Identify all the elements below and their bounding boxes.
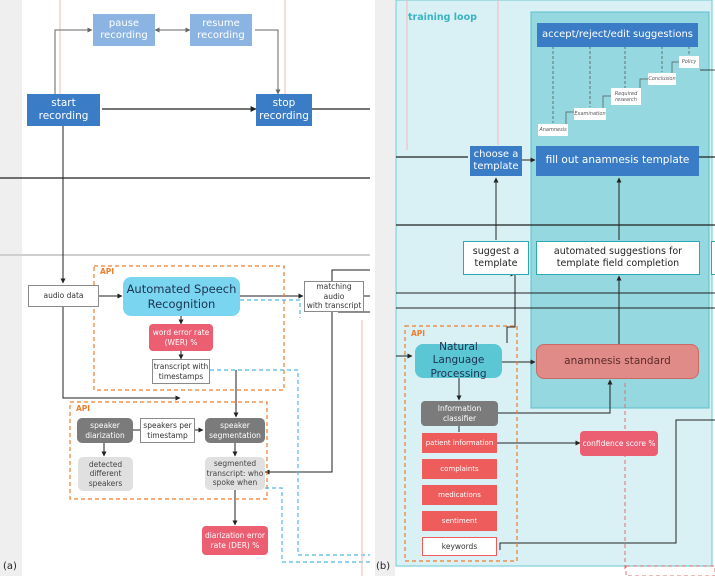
pause-recording-node: pause recording [93,14,155,46]
speaker-segmentation-node: speaker segmentation [205,418,265,443]
template-step-policy: Policy [679,56,699,68]
segmented-transcript-node: segmented transcript: who spoke when [205,457,265,490]
stop-recording-node: stop recording [256,94,312,126]
template-column-panel [530,11,710,409]
speaker-diarization-node: speaker diarization [77,418,133,443]
api-label-diarization: API [76,404,91,413]
resume-recording-node: resume recording [190,14,252,46]
fill-out-template-node: fill out anamnesis template [536,146,699,176]
matching-audio-node: matching audio with transcript [304,281,364,312]
audio-data-node: audio data [28,285,99,307]
left-grey-strip [0,0,22,576]
template-step-conclusion: Conclusion [648,73,676,85]
template-step-required-research: Required research [611,88,641,105]
panel-a-caption: (a) [3,561,17,572]
der-metric-node: diarization error rate (DER) % [202,526,268,555]
nlp-node: Natural Language Processing [415,341,502,380]
wer-metric-node: word error rate (WER) % [149,324,213,351]
anamnesis-standard-node: anamnesis standard [536,344,699,379]
start-recording-node: start recording [27,94,100,126]
panel-b-caption: (b) [376,561,391,572]
training-loop-title: training loop [408,12,477,23]
automated-suggestions-node: automated suggestions for template field… [536,241,700,275]
accept-reject-node: accept/reject/edit suggestions [537,23,698,47]
template-step-anamnesis: Anamnesis [538,124,568,136]
keywords-node: keywords [422,537,497,556]
speakers-per-timestamp-node: speakers per timestamp [140,418,195,443]
patient-information-node: patient information [422,433,497,453]
confidence-score-node: confidence score % [580,431,658,456]
transcript-timestamps-node: transcript with timestamps [152,359,210,384]
asr-node: Automated Speech Recognition [123,277,240,316]
api-label-nlp: API [411,329,426,338]
sentiment-node: sentiment [422,511,497,531]
detected-speakers-node: detected different speakers [78,457,133,491]
information-classifier-node: Information classifier [421,401,498,426]
complaints-node: complaints [422,459,497,479]
choose-template-node: choose a template [470,146,522,176]
api-label-asr: API [100,267,115,276]
suggest-template-node: suggest a template [463,241,529,275]
cropped-box-right [711,241,715,275]
medications-node: medications [422,485,497,505]
template-step-examination: Examination [574,108,606,120]
